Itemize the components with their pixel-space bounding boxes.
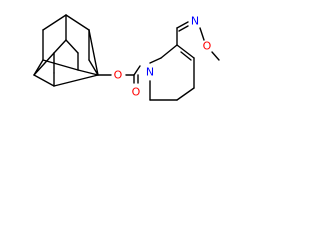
bond [77,69,99,76]
ester-oxygen-label: O [114,69,123,82]
bond [42,59,79,71]
bond [53,74,99,87]
methoxy-oxygen-label: O [203,40,212,53]
bond [65,14,90,31]
bond [176,21,189,29]
bond [176,44,195,59]
bond [33,52,55,76]
bond [176,87,195,101]
molecule-structure-diagram: O O N N O [33,14,220,101]
ring-nitrogen-label: N [146,66,154,79]
bond [53,39,67,54]
bond [180,51,192,61]
bond [88,59,99,76]
bond [33,74,55,87]
bond [160,44,178,59]
methoxyimino-group [176,21,220,61]
bond [33,59,44,76]
adamantane-cage [33,14,99,87]
oxime-nitrogen-label: N [191,15,199,28]
bond [65,39,79,54]
bond [42,14,67,31]
carbamate-linker [97,65,141,84]
bond [133,65,141,76]
carbonyl-oxygen-label: O [132,86,141,99]
tetrahydropyridine-ring [149,44,195,101]
bond [211,51,220,61]
bond [88,29,99,76]
bond [199,27,205,41]
bond [178,25,189,32]
bond [149,57,162,64]
